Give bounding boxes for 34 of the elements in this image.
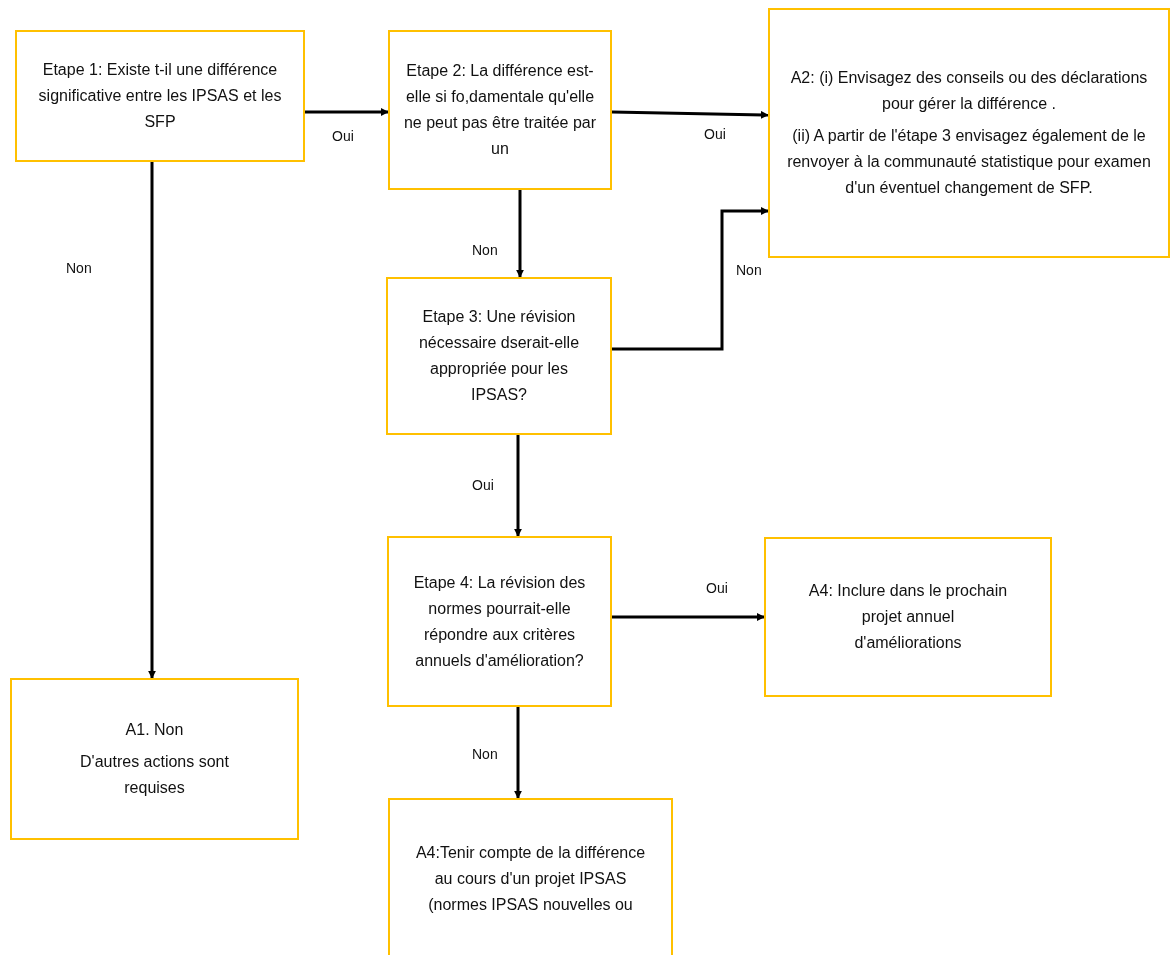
- arrow: [514, 707, 522, 799]
- edge-label: Oui: [330, 128, 356, 144]
- node-text: D'autres actions sont requises: [79, 752, 230, 798]
- arrow: [305, 108, 389, 116]
- edge-label: Oui: [470, 477, 496, 493]
- arrow: [612, 613, 765, 621]
- node-text: Etape 3: Une révision nécessaire dserait-elle appropriée pour les IPSAS?: [417, 307, 581, 405]
- process-box: [388, 798, 673, 955]
- arrow: [516, 190, 524, 278]
- process-box: [386, 277, 612, 435]
- node-text: (ii) A partir de l'étape 3 envisagez également de le renvoyer à la communauté statistique pour examen d'un éventuel changement de SFP.: [786, 126, 1152, 198]
- node-text: A4: Inclure dans le prochain projet annuel d'améliorations: [807, 581, 1009, 653]
- arrow: [148, 162, 156, 679]
- process-box: [10, 678, 299, 840]
- arrow: [611, 110, 769, 119]
- edge-label: Non: [470, 746, 500, 762]
- process-box: [15, 30, 305, 162]
- edge-label: Non: [470, 242, 500, 258]
- node-text: A4:Tenir compte de la différence au cours d'un projet IPSAS (normes IPSAS nouvelles ou: [414, 842, 647, 915]
- node-text: Etape 2: La différence est-elle si fo,damentale qu'elle ne peut pas être traitée par un: [402, 61, 598, 159]
- process-box: [387, 536, 612, 707]
- node-text: Etape 4: La révision des normes pourrait-elle répondre aux critères annuels d'amélioration?: [412, 572, 587, 671]
- arrow: [612, 207, 769, 351]
- arrow: [514, 435, 522, 537]
- edge-label: Non: [64, 260, 94, 276]
- node-text: A2: (i) Envisagez des conseils ou des déclarations pour gérer la différence .: [789, 68, 1149, 114]
- node-text: A1. Non: [125, 720, 184, 740]
- process-box: [764, 537, 1052, 697]
- edge-label: Oui: [704, 580, 730, 596]
- edge-label: Oui: [702, 126, 728, 142]
- node-text: Etape 1: Existe t-il une différence significative entre les IPSAS et les SFP: [37, 60, 283, 132]
- process-box: [388, 30, 612, 190]
- process-box: [768, 8, 1170, 258]
- edge-label: Non: [734, 262, 764, 278]
